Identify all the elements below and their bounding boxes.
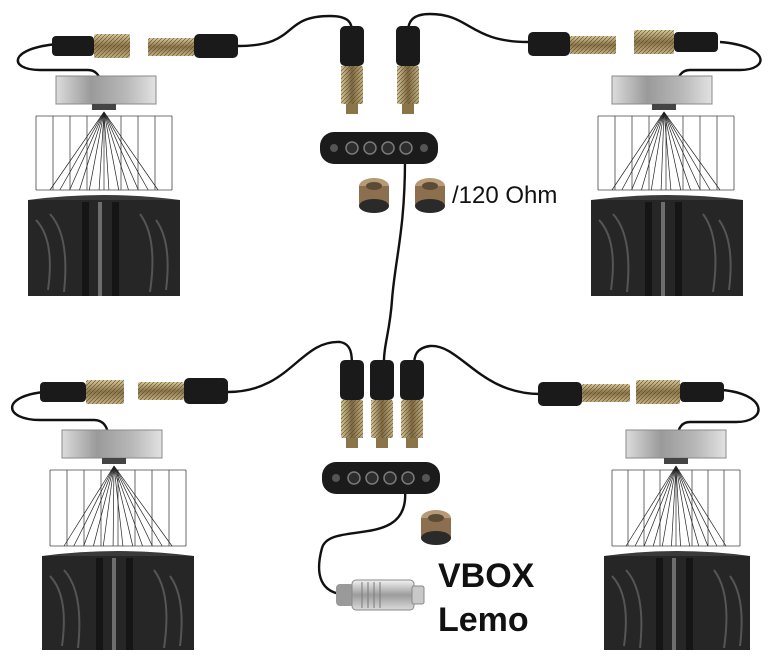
tyre-temperature-sensor-icon: [625, 429, 727, 464]
measurement-fan: [49, 465, 187, 547]
cable-bottom-right-run: [412, 344, 541, 396]
vertical-connectors: [340, 26, 424, 448]
tyre-temperature-sensor-icon: [61, 429, 163, 464]
cable-top-left-run: [237, 14, 354, 48]
tyre-icon: [604, 551, 750, 650]
tyre-icon: [591, 195, 743, 296]
m8-connector-icon: [138, 378, 228, 404]
tyre-icon: [28, 195, 180, 296]
cable-trunk: [382, 159, 407, 361]
cable-bottom-left-run: [227, 340, 354, 394]
measurement-fan: [611, 465, 741, 547]
tyre-icon: [42, 551, 194, 650]
measurement-fans: [35, 111, 741, 547]
cables: [11, 12, 762, 596]
m8-connector-icon: [634, 30, 718, 54]
cable-bottom-left-sensor: [11, 390, 110, 437]
terminator-cap-icon: [421, 510, 451, 545]
measurement-fan: [597, 111, 735, 191]
can-splitter-icon: [320, 132, 438, 164]
m8-connector-icon: [40, 380, 124, 404]
lemo-label: Lemo: [438, 601, 529, 639]
vbox-label: VBOX: [438, 557, 535, 595]
can-splitter-icon: [322, 462, 440, 494]
lemo-plug-icon: [336, 579, 425, 611]
terminator-cap-icon: [359, 178, 389, 213]
tyre-temperature-sensor-icon: [611, 75, 713, 110]
tyre-temperature-sensor-icon: [55, 75, 157, 110]
cable-bottom-right-sensor: [676, 388, 760, 437]
cable-top-right-run: [406, 12, 529, 44]
m8-connector-icon: [340, 26, 364, 114]
m8-connector-icon: [370, 360, 394, 448]
m8-connector-icon: [340, 360, 364, 448]
measurement-fan: [35, 111, 173, 191]
m8-connector-icon: [52, 34, 130, 58]
m8-connector-icon: [148, 34, 238, 58]
m8-connector-icon: [538, 382, 630, 406]
cable-lemo: [317, 489, 407, 596]
terminator-cap-icon: [415, 178, 445, 213]
m8-connector-icon: [400, 360, 424, 448]
m8-connector-icon: [528, 32, 616, 56]
m8-connector-icon: [396, 26, 420, 114]
terminator-resistance-label: /120 Ohm: [452, 182, 558, 209]
m8-connector-icon: [636, 380, 724, 404]
